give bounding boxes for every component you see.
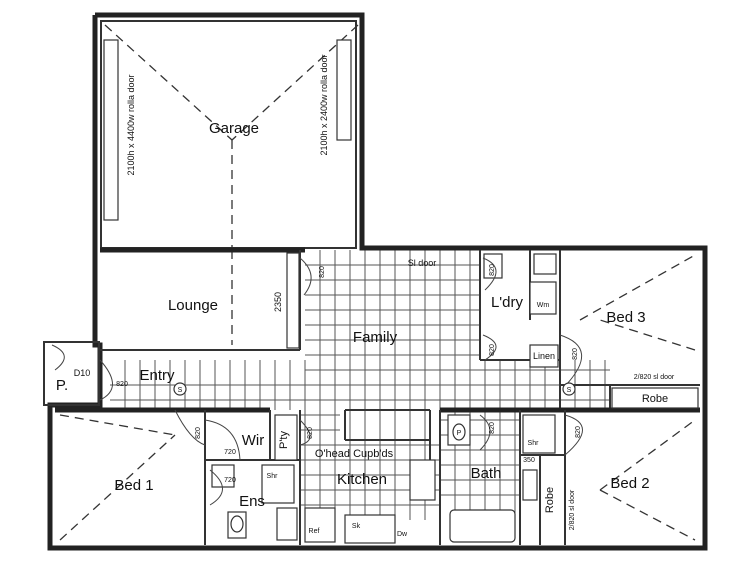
- room-label-pantry: P'ty: [278, 431, 290, 449]
- annotation-garage-door-right: 2100h x 2400w rolla door: [319, 54, 329, 155]
- door-width-bath: 820: [489, 422, 496, 434]
- smoke-detectors: [173, 382, 576, 396]
- room-label-bath: Bath: [471, 465, 502, 482]
- door-width-bed2: 820: [575, 426, 582, 438]
- annotation-washing-machine: Wm: [537, 302, 550, 309]
- annotation-bed3-sl-door: 2/820 sl door: [634, 374, 675, 381]
- garage-rolla-doors: [103, 39, 352, 221]
- door-width-lounge: 820: [319, 266, 326, 278]
- fixtures: [211, 252, 699, 544]
- exterior-walls: [43, 12, 708, 551]
- door-width-pantry: 820: [307, 427, 314, 439]
- annotation-smoke-detector-hall: S: [567, 387, 572, 394]
- room-label-porch: P.: [56, 377, 68, 394]
- room-label-bed1: Bed 1: [114, 477, 153, 494]
- room-label-laundry: L'dry: [491, 294, 524, 311]
- annotation-powder: P: [457, 430, 462, 437]
- annotation-shower-bath: Shr: [528, 440, 540, 447]
- room-label-entry: Entry: [139, 367, 175, 384]
- door-width-linen: 820: [572, 348, 579, 360]
- room-label-robe-bed2: Robe: [544, 487, 556, 513]
- annotation-sl-door: Sl door: [408, 258, 437, 268]
- annotation-fridge: Ref: [309, 528, 320, 535]
- door-width-wir: 720: [224, 449, 236, 456]
- roof-diagonals: [59, 24, 696, 541]
- annotation-shower-ens: Shr: [267, 473, 279, 480]
- room-label-wir: Wir: [242, 432, 265, 449]
- door-width-laundry-bottom: 820: [489, 344, 496, 356]
- room-label-bed2: Bed 2: [610, 475, 649, 492]
- door-width-ens: 720: [224, 477, 236, 484]
- room-label-kitchen: Kitchen: [337, 471, 387, 488]
- room-label-linen: Linen: [533, 351, 555, 361]
- door-width-bed1: 820: [195, 427, 202, 439]
- room-label-garage: Garage: [209, 120, 259, 137]
- room-label-lounge: Lounge: [168, 297, 218, 314]
- room-label-bed3: Bed 3: [606, 309, 645, 326]
- annotation-lounge-opening: 2350: [273, 292, 283, 312]
- door-swings: [51, 257, 583, 506]
- room-label-robe-bed3: Robe: [642, 393, 668, 405]
- door-width-entry: 820: [116, 381, 128, 388]
- room-label-family: Family: [353, 329, 398, 346]
- annotation-garage-door-left: 2100h x 4400w rolla door: [126, 74, 136, 175]
- door-width-bath-vanity: 350: [523, 457, 535, 464]
- door-width-laundry-top: 820: [489, 264, 496, 276]
- annotation-sink: Sk: [352, 523, 361, 530]
- annotation-dishwasher: Dw: [397, 531, 408, 538]
- annotation-front-door: D10: [74, 368, 91, 378]
- annotation-smoke-detector-entry: S: [178, 387, 183, 394]
- annotation-bed2-sl-door: 2/820 sl door: [569, 489, 576, 530]
- interior-walls: [55, 247, 700, 545]
- room-label-ensuite: Ens: [239, 493, 265, 510]
- annotation-overhead-cupboards: O'head Cupb'ds: [315, 448, 394, 460]
